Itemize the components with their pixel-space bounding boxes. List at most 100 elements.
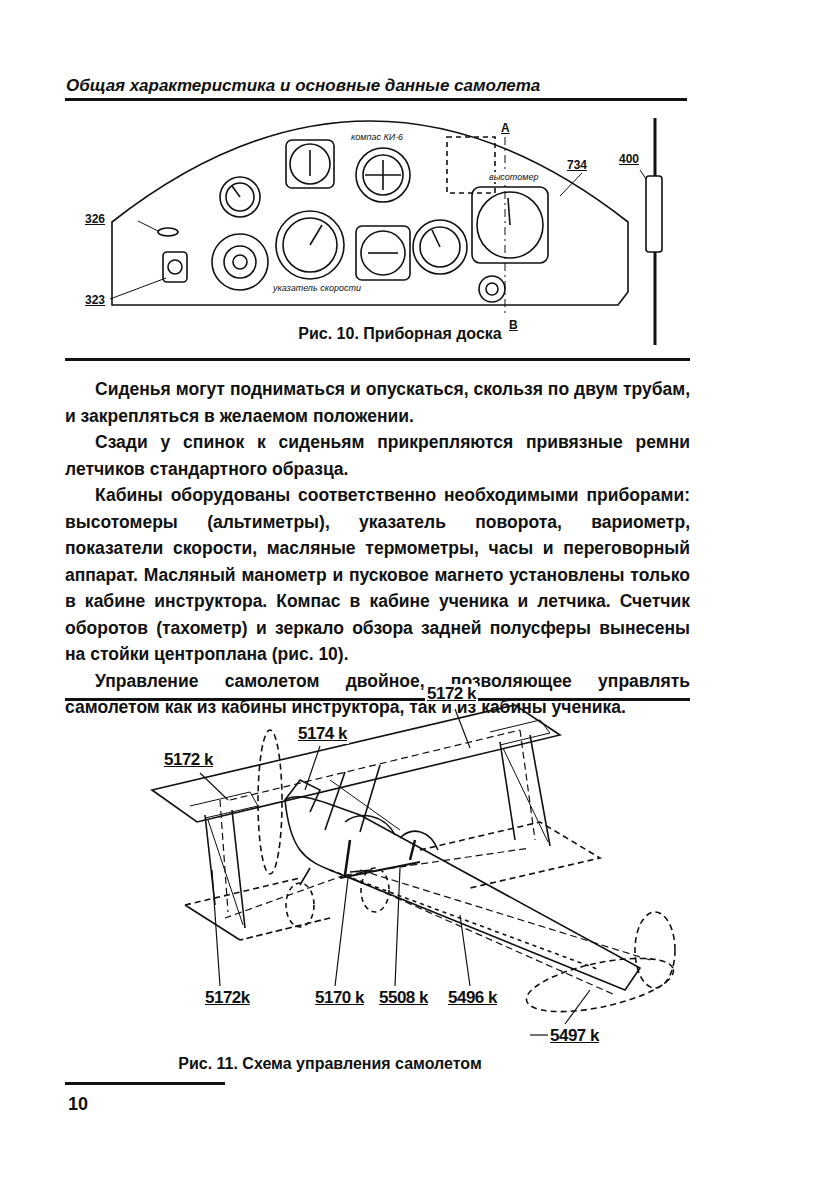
drawing-circle — [226, 183, 254, 211]
callout-number: 5172 k — [425, 684, 478, 704]
drawing-path — [152, 705, 560, 822]
leader-lines — [200, 709, 590, 1035]
drawing-circle — [486, 283, 498, 295]
drawing-path — [185, 822, 600, 940]
drawing-ellipse — [258, 730, 282, 874]
drawing-line — [360, 765, 380, 832]
body-text: Сиденья могут подниматься и опускаться, … — [65, 376, 690, 721]
callout-number: 5170 k — [313, 988, 366, 1008]
drawing-circle — [356, 148, 410, 202]
callout-number: 5496 k — [446, 988, 499, 1008]
drawing-rect — [356, 226, 410, 280]
drawing-line — [460, 915, 470, 986]
callout-number: 5508 k — [377, 988, 430, 1008]
drawing-line — [340, 862, 420, 878]
aircraft-control-scheme — [152, 705, 678, 1022]
drawing-line — [432, 230, 440, 247]
section-rule — [65, 358, 690, 361]
drawing-ellipse — [635, 912, 675, 988]
drawing-circle — [233, 255, 247, 269]
drawing-line — [520, 730, 535, 840]
instrument-label: компас КИ-6 — [350, 132, 404, 142]
body-paragraph: Сиденья могут подниматься и опускаться, … — [65, 376, 690, 429]
drawing-line — [309, 150, 311, 176]
drawing-circle — [361, 231, 405, 275]
drawing-path — [185, 905, 240, 940]
drawing-rect — [472, 187, 548, 263]
drawing-circle — [224, 246, 256, 278]
figure-caption: Рис. 10. Приборная доска — [298, 325, 501, 343]
drawing-ellipse — [522, 948, 678, 1022]
drawing-line — [410, 840, 415, 860]
body-paragraph: Управление самолетом двойное, позволяюще… — [65, 668, 690, 721]
body-paragraph: Сзади у спинок к сиденьям прикрепляются … — [65, 429, 690, 482]
drawing-line — [230, 730, 520, 800]
footer-rule — [65, 1082, 225, 1085]
running-header: Общая характеристика и основные данные с… — [66, 76, 540, 96]
drawing-circle — [479, 276, 505, 302]
drawing-rect — [163, 252, 187, 282]
drawing-line — [110, 278, 166, 299]
drawing-circle — [168, 260, 182, 274]
instrument-panel — [110, 118, 662, 345]
drawing-line — [335, 878, 348, 986]
drawing-line — [530, 1034, 548, 1035]
drawing-line — [382, 160, 384, 190]
drawing-ellipse — [286, 883, 314, 927]
section-letter: А — [500, 121, 511, 135]
drawing-rect — [286, 140, 334, 188]
callout-number: 5172k — [203, 988, 252, 1008]
drawing-line — [200, 773, 228, 800]
drawing-path — [112, 121, 628, 305]
callout-number: 5497 k — [548, 1026, 601, 1046]
drawing-line — [225, 875, 345, 918]
drawing-circle — [212, 234, 268, 290]
drawing-line — [305, 746, 320, 790]
drawing-circle — [290, 144, 330, 184]
drawing-circle — [413, 220, 467, 274]
instrument-label: высотомер — [488, 172, 539, 182]
drawing-rect — [646, 176, 662, 252]
drawing-line — [560, 173, 582, 196]
drawing-path — [345, 816, 438, 850]
drawing-line — [330, 780, 400, 830]
drawing-line — [232, 186, 240, 197]
drawing-ellipse — [158, 228, 178, 236]
instrument-label: указатель скорости — [272, 283, 362, 293]
drawing-rect — [447, 137, 495, 193]
callout-number: 326 — [84, 212, 106, 226]
drawing-line — [220, 800, 228, 912]
header-rule — [65, 98, 687, 101]
callout-number: 734 — [566, 158, 588, 172]
drawing-line — [212, 870, 220, 986]
drawing-line — [345, 840, 350, 875]
section-letter: В — [508, 318, 519, 332]
drawing-circle — [283, 218, 337, 272]
callout-number: 323 — [84, 293, 106, 307]
drawing-circle — [276, 211, 344, 279]
drawing-path — [285, 780, 320, 812]
drawing-line — [565, 990, 590, 1024]
drawing-line — [395, 868, 400, 986]
drawing-line — [300, 868, 310, 885]
drawing-line — [505, 137, 506, 316]
body-paragraph: Кабины оборудованы соответственно необхо… — [65, 482, 690, 668]
drawing-line — [138, 221, 158, 231]
drawing-line — [368, 252, 398, 254]
drawing-g — [220, 730, 650, 995]
drawing-circle — [477, 192, 543, 258]
drawing-line — [345, 875, 615, 995]
callout-number: 5174 k — [296, 724, 349, 744]
page-number: 10 — [68, 1094, 88, 1115]
drawing-line — [508, 198, 510, 225]
drawing-path — [285, 797, 640, 990]
drawing-line — [325, 772, 345, 830]
drawing-circle — [363, 155, 403, 195]
callout-number: 400 — [618, 152, 640, 166]
drawing-line — [503, 748, 548, 842]
drawing-circle — [420, 227, 460, 267]
drawing-line — [360, 870, 650, 960]
drawing-line — [310, 225, 322, 245]
callout-number: 5172 k — [162, 750, 215, 770]
